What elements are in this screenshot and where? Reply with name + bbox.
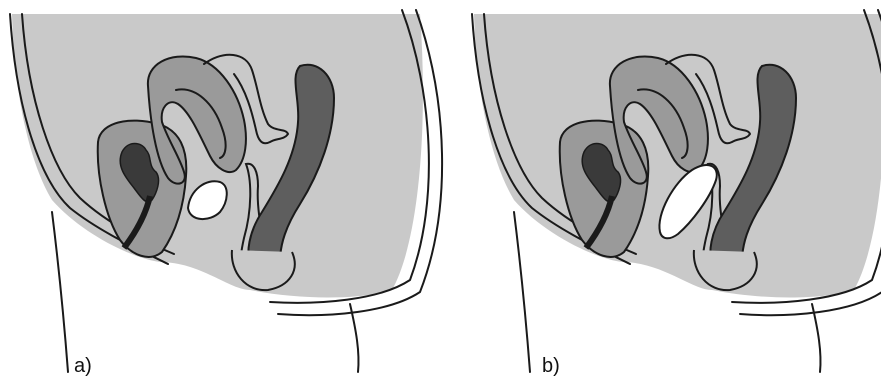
panel-a: a) bbox=[10, 10, 442, 377]
panel-b: b) bbox=[472, 10, 881, 377]
panel-label-a: a) bbox=[74, 355, 92, 377]
panel-label-b: b) bbox=[542, 355, 560, 377]
